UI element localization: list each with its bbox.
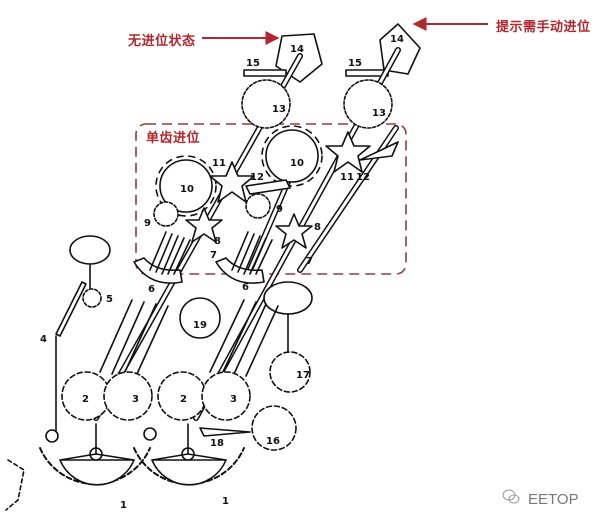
label-9-right: 9: [276, 204, 283, 215]
gear-9-right: [245, 193, 271, 219]
partial-gear-left: [5, 459, 25, 511]
star-8-right: [275, 213, 313, 249]
label-3-left: 3: [132, 394, 139, 405]
sector-gear-1-left: [39, 423, 151, 486]
rack-4: [55, 281, 87, 337]
watermark-text: EETOP: [528, 490, 579, 508]
label-7-right: 7: [306, 256, 313, 267]
label-10-right: 10: [290, 158, 304, 169]
star-11-right: [325, 131, 371, 173]
star-11-left: [209, 161, 255, 203]
label-10-left: 10: [180, 184, 194, 195]
disc-19: [179, 297, 221, 339]
label-12-left: 12: [250, 172, 264, 183]
lever-12-right: [359, 141, 399, 161]
label-3-right: 3: [230, 394, 237, 405]
label-16: 16: [266, 436, 280, 447]
label-14-left: 14: [290, 44, 304, 55]
label-4: 4: [40, 334, 47, 345]
label-1-left: 1: [120, 500, 127, 511]
label-19: 19: [193, 320, 207, 331]
star-8-left: [185, 207, 223, 243]
label-11-left: 11: [212, 158, 226, 169]
label-11-right: 11: [340, 172, 354, 183]
lever-12-left: [245, 179, 291, 195]
annotation-manual-carry-hint: 提示需手动进位: [496, 20, 591, 35]
comb-6-left: [133, 231, 191, 284]
annotation-no-carry-state: 无进位状态: [128, 34, 196, 49]
gear-5: [82, 288, 102, 308]
label-12-right: 12: [356, 172, 370, 183]
label-15-left: 15: [246, 58, 260, 69]
bar-15-left: [243, 69, 287, 77]
gear-3-left: [103, 371, 153, 421]
part-labels: 14 14 15 15 13 13 10 10 11 11 12 12 9 9 …: [40, 34, 404, 511]
label-13-right: 13: [372, 108, 386, 119]
label-13-left: 13: [272, 104, 286, 115]
single-tooth-carry-region: [135, 123, 407, 275]
watermark: EETOP: [502, 489, 579, 509]
label-7-left: 7: [210, 250, 217, 261]
wechat-icon: [502, 489, 520, 509]
gear-16: [251, 405, 297, 451]
gear-10-left: [155, 155, 217, 217]
label-17: 17: [296, 370, 310, 381]
gear-10-right: [261, 125, 323, 187]
gear-13-right: [343, 79, 393, 129]
label-15-right: 15: [348, 58, 362, 69]
label-6-left: 6: [148, 284, 155, 295]
pin-ring-left: [45, 429, 59, 443]
dial-left: [69, 235, 111, 265]
gear-13-left: [241, 79, 291, 129]
gear-9-left: [153, 201, 179, 227]
pin-ring-right: [143, 427, 157, 441]
label-18: 18: [210, 438, 224, 449]
label-5: 5: [106, 294, 113, 305]
gear-3-right: [201, 371, 251, 421]
gear-17: [269, 351, 311, 393]
lever-18: [199, 427, 251, 437]
label-9-left: 9: [144, 218, 151, 229]
label-2-left: 2: [82, 394, 89, 405]
annotation-single-tooth-carry: 单齿进位: [146, 131, 201, 146]
sector-gear-1-right: [133, 423, 245, 486]
rod-stack: [99, 299, 279, 377]
label-8-left: 8: [214, 236, 221, 247]
label-1-right: 1: [222, 496, 229, 507]
label-8-right: 8: [314, 222, 321, 233]
label-2-right: 2: [180, 394, 187, 405]
dial-right: [263, 281, 313, 315]
label-14-right: 14: [390, 34, 404, 45]
comb-6-right: [215, 231, 273, 284]
label-6-right: 6: [242, 282, 249, 293]
